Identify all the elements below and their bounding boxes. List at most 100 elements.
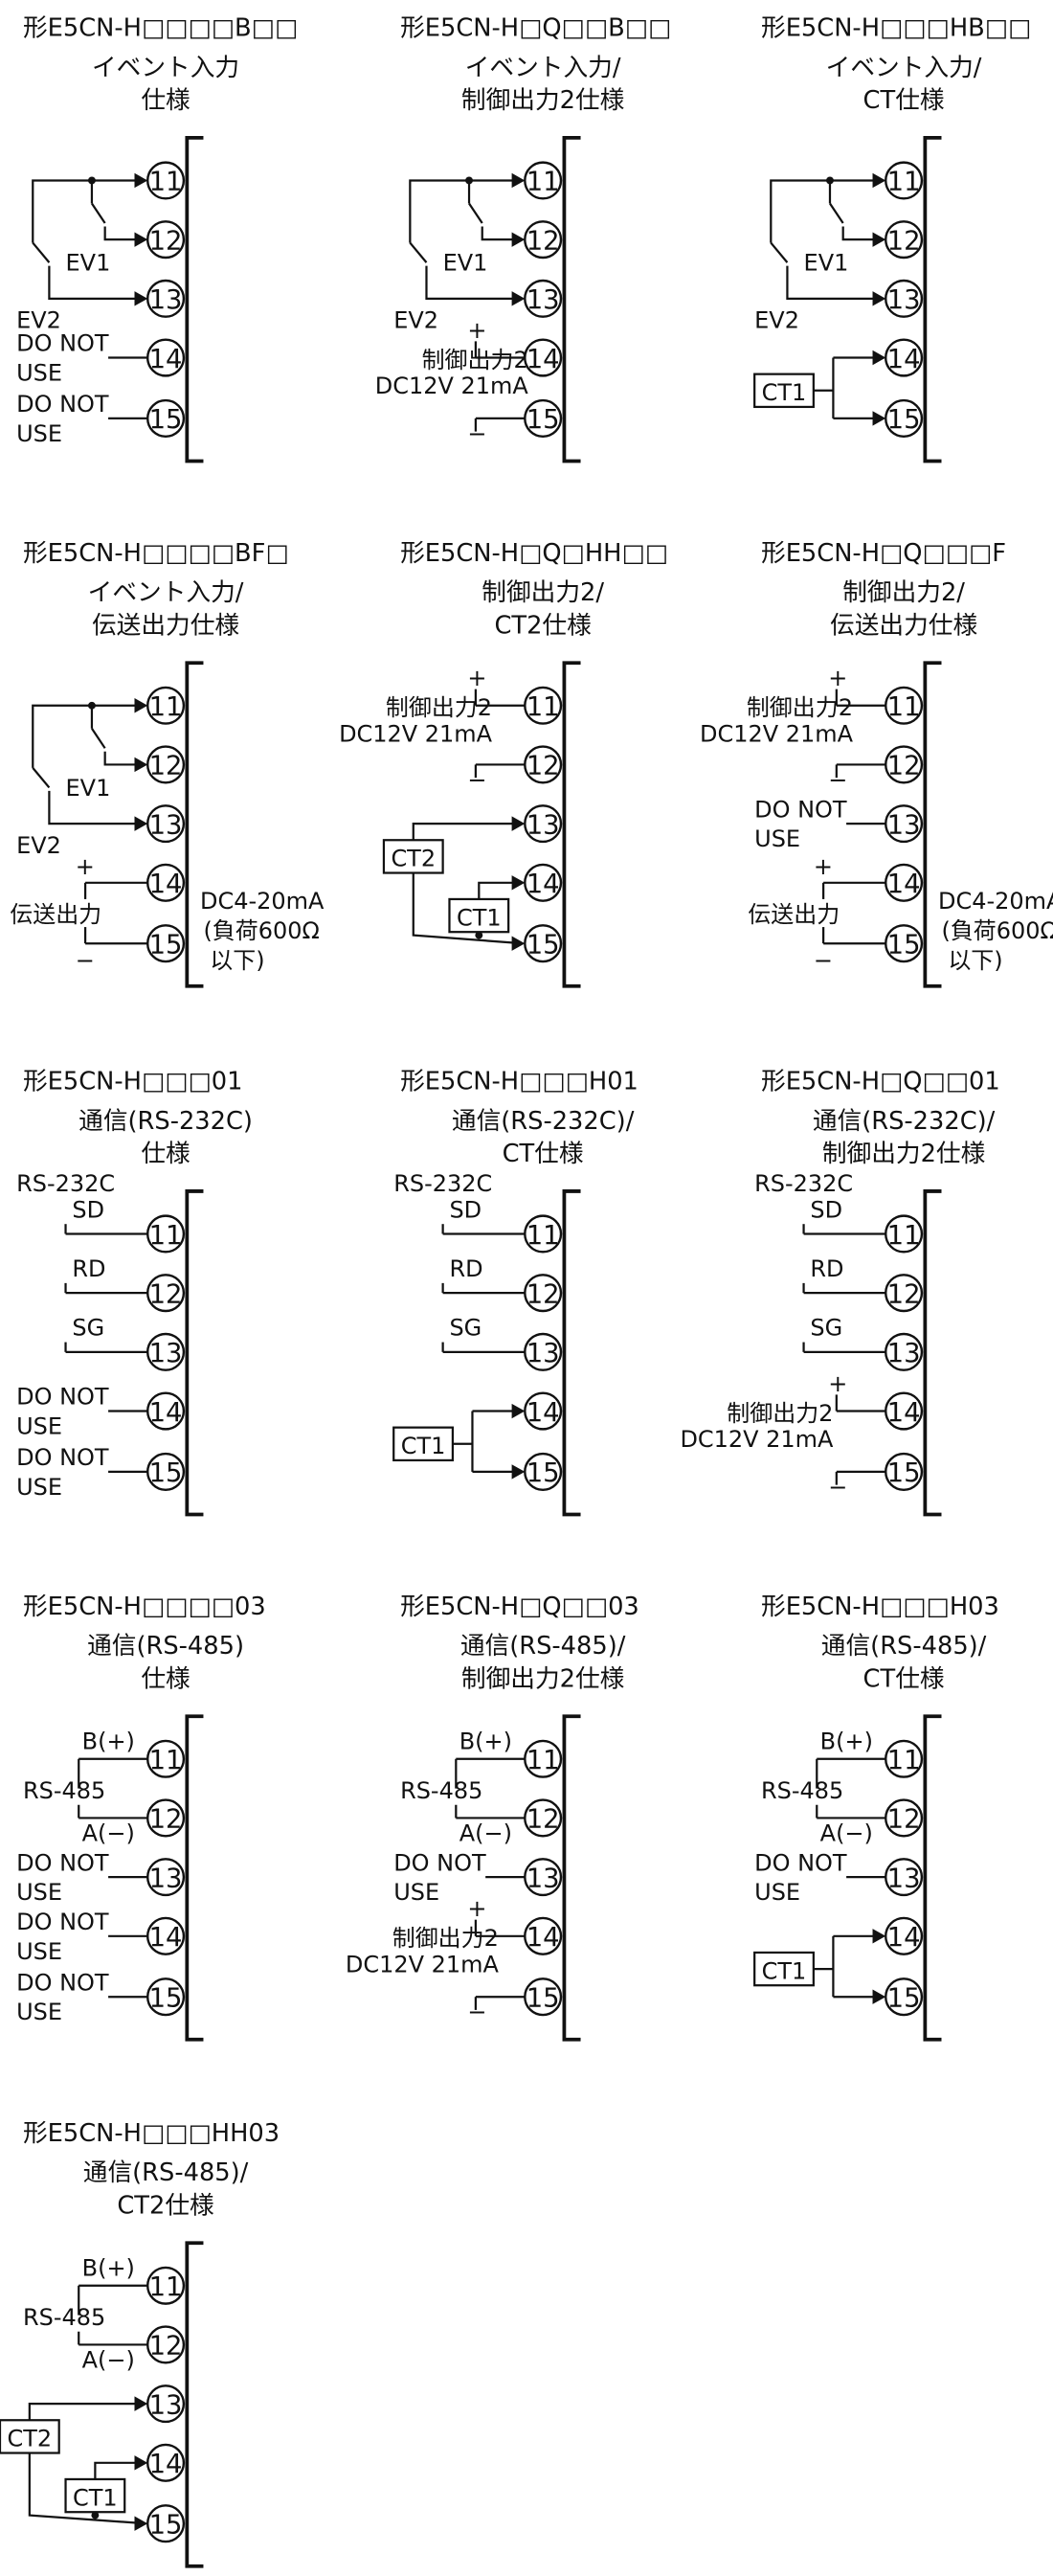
ct2-box bbox=[0, 2419, 60, 2454]
terminal-number: 12 bbox=[149, 2332, 183, 2361]
wiring-diagram-6: 形E5CN-H□Q□□□F制御出力2/伝送出力仕様1112131415+−制御出… bbox=[700, 539, 1053, 988]
minus-sign: − bbox=[76, 947, 95, 974]
wire bbox=[48, 790, 146, 825]
a-minus-label: A(−) bbox=[82, 1819, 135, 1846]
b-plus-label: B(+) bbox=[82, 2254, 135, 2281]
a-minus-label: A(−) bbox=[82, 2346, 135, 2373]
model-number: 形E5CN-H□□□HB□□ bbox=[761, 14, 1031, 43]
terminal-number: 12 bbox=[149, 752, 183, 781]
wire bbox=[28, 2403, 146, 2421]
arrowhead bbox=[134, 172, 148, 189]
terminal-number: 15 bbox=[149, 1983, 183, 2013]
terminal-number: 15 bbox=[526, 405, 560, 435]
terminal-number: 12 bbox=[887, 226, 921, 256]
model-number: 形E5CN-H□Q□□B□□ bbox=[400, 14, 671, 43]
terminal-15 bbox=[885, 398, 924, 438]
control-output-2-label: 制御出力2 bbox=[392, 1925, 499, 1952]
ct2-label: CT2 bbox=[391, 846, 436, 872]
terminal-number: 14 bbox=[887, 870, 921, 899]
terminal-number: 14 bbox=[526, 1398, 560, 1428]
ev2-switch bbox=[770, 241, 789, 263]
wire bbox=[48, 265, 146, 300]
ev2-switch bbox=[32, 241, 51, 263]
spec-line-1: 通信(RS-485) bbox=[87, 1632, 244, 1661]
terminal-number: 11 bbox=[149, 692, 183, 722]
rs-485-label: RS-485 bbox=[23, 1777, 105, 1804]
spec-line-1: イベント入力/ bbox=[826, 54, 982, 82]
arrowhead bbox=[872, 291, 886, 306]
terminal-number: 13 bbox=[526, 1339, 560, 1368]
do-not-use-label: DO NOT bbox=[754, 1849, 847, 1876]
terminal-block-edge bbox=[185, 661, 204, 988]
control-output-2-label: 制御出力2 bbox=[386, 694, 492, 721]
rd-label: RD bbox=[72, 1255, 105, 1282]
terminal-block-edge bbox=[562, 136, 581, 463]
control-output-2-spec: DC12V 21mA bbox=[375, 373, 529, 399]
control-output-2-spec: DC12V 21mA bbox=[680, 1426, 834, 1453]
arrowhead bbox=[511, 875, 526, 891]
junction-dot bbox=[475, 931, 483, 939]
terminal-number: 13 bbox=[526, 1864, 560, 1893]
arrowhead bbox=[134, 2455, 148, 2471]
arrowhead bbox=[872, 1989, 886, 2004]
spec-line-1: イベント入力/ bbox=[88, 578, 244, 607]
wiring-diagram-7: 形E5CN-H□□□01通信(RS-232C)仕様1112131415RS-23… bbox=[16, 1068, 253, 1517]
minus-sign: − bbox=[814, 947, 833, 974]
terminal-number: 15 bbox=[149, 1458, 183, 1488]
ev1-label: EV1 bbox=[443, 250, 488, 277]
minus-sign: − bbox=[828, 766, 847, 793]
junction-dot bbox=[91, 2511, 100, 2520]
terminal-number: 12 bbox=[149, 226, 183, 256]
wire bbox=[412, 872, 524, 945]
terminal-number: 11 bbox=[526, 692, 560, 722]
terminal-11 bbox=[524, 161, 563, 200]
ct1-label: CT1 bbox=[401, 1433, 446, 1459]
wire bbox=[770, 179, 830, 243]
wire bbox=[786, 265, 885, 300]
ev1-label: EV1 bbox=[804, 250, 849, 277]
arrowhead bbox=[134, 757, 148, 773]
rs-232c-label: RS-232C bbox=[754, 1170, 853, 1197]
do-not-use-label: USE bbox=[16, 1999, 62, 2025]
ev2-label: EV2 bbox=[393, 307, 438, 334]
wiring-diagram-2: 形E5CN-H□Q□□B□□イベント入力/制御出力2仕様1112131415EV… bbox=[375, 14, 671, 463]
b-plus-label: B(+) bbox=[820, 1728, 873, 1754]
b-plus-label: B(+) bbox=[82, 1728, 135, 1754]
ev1-label: EV1 bbox=[66, 775, 111, 802]
spec-line-1: イベント入力 bbox=[92, 54, 239, 82]
terminal-block-edge bbox=[923, 1189, 942, 1517]
rs-232c-label: RS-232C bbox=[16, 1170, 115, 1197]
terminal-number: 14 bbox=[526, 345, 560, 374]
model-number: 形E5CN-H□Q□□01 bbox=[761, 1068, 1000, 1096]
sg-label: SG bbox=[72, 1315, 104, 1342]
terminal-15 bbox=[885, 1977, 924, 2017]
model-number: 形E5CN-H□□□HH03 bbox=[23, 2119, 280, 2148]
terminal-15 bbox=[524, 1452, 563, 1491]
terminal-number: 13 bbox=[887, 285, 921, 315]
control-output-2-spec: DC12V 21mA bbox=[339, 720, 493, 747]
terminal-number: 14 bbox=[149, 870, 183, 899]
terminal-number: 11 bbox=[149, 2272, 183, 2302]
plus-sign: + bbox=[828, 1370, 847, 1397]
transfer-output-label: 伝送出力 bbox=[748, 901, 840, 928]
terminal-number: 12 bbox=[526, 752, 560, 781]
arrowhead bbox=[872, 232, 886, 247]
terminal-number: 13 bbox=[887, 1864, 921, 1893]
arrowhead bbox=[134, 698, 148, 713]
control-output-2-label: 制御出力2 bbox=[727, 1400, 833, 1427]
terminal-number: 12 bbox=[887, 1279, 921, 1309]
ct1-label: CT1 bbox=[457, 904, 502, 931]
spec-line-1: 制御出力2/ bbox=[842, 578, 965, 607]
terminal-block-edge bbox=[185, 136, 204, 463]
arrowhead bbox=[872, 350, 886, 366]
terminal-number: 12 bbox=[149, 1279, 183, 1309]
terminal-number: 11 bbox=[526, 168, 560, 197]
terminal-number: 12 bbox=[149, 1805, 183, 1835]
spec-line-2: 仕様 bbox=[141, 1664, 190, 1693]
terminal-11 bbox=[146, 161, 186, 200]
wire bbox=[425, 265, 524, 300]
plus-sign: + bbox=[828, 665, 847, 691]
control-output-2-spec: DC12V 21mA bbox=[346, 1952, 500, 1978]
model-number: 形E5CN-H□□□H01 bbox=[400, 1068, 639, 1096]
